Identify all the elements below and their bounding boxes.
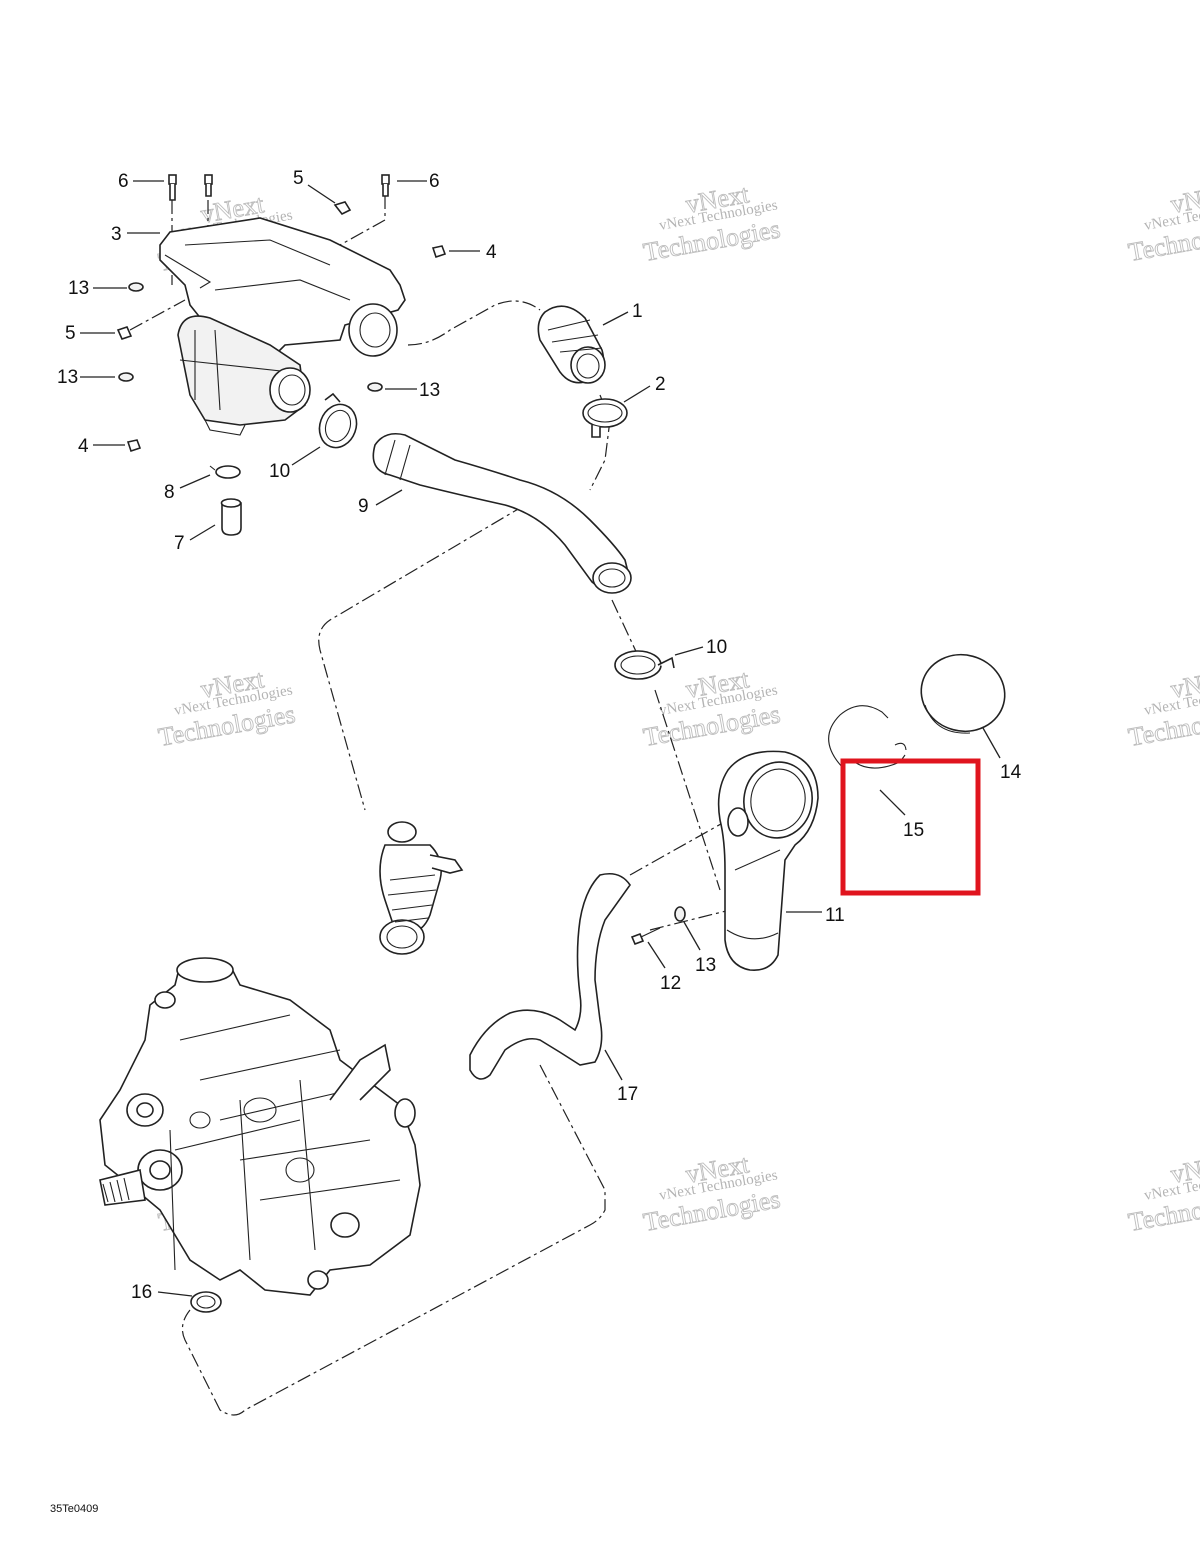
watermark-line2: vNext: [1168, 1149, 1200, 1189]
clamp-16: [190, 1291, 222, 1313]
callout-15: 15: [903, 820, 924, 841]
callout-13: 13: [419, 380, 440, 401]
intake-boot: [379, 821, 464, 955]
clamp-2: [582, 398, 628, 438]
watermark: vNext Technologies vNext Technologies: [1126, 664, 1200, 753]
watermark-line2: vNext: [1168, 179, 1200, 219]
callout-1: 1: [632, 301, 643, 322]
screw-6-left: [168, 174, 177, 201]
callout-13: 13: [57, 367, 78, 388]
watermark: vNext Technologies vNext Technologies: [156, 664, 298, 753]
callout-11: 11: [825, 905, 845, 926]
callout-6: 6: [429, 171, 440, 192]
callout-12: 12: [660, 973, 681, 994]
clamp-10-upper: [318, 392, 358, 449]
screw-12: [630, 927, 661, 946]
callout-10: 10: [269, 461, 290, 482]
air-silencer-assembly: [159, 217, 406, 436]
cap-14: [920, 653, 1006, 734]
callout-13: 13: [695, 955, 716, 976]
clip-5-top: [333, 201, 352, 216]
highlight-box: [840, 758, 981, 896]
screw-6-mid: [204, 174, 213, 197]
reference-code: 35Te0409: [50, 1503, 98, 1515]
callout-5: 5: [65, 323, 76, 344]
watermark: vNext Technologies vNext Technologies: [1126, 1149, 1200, 1238]
adaptor-1: [537, 305, 606, 384]
callout-4: 4: [486, 242, 497, 263]
callout-2: 2: [655, 374, 666, 395]
intake-duct-11: [717, 750, 819, 972]
callout-4: 4: [78, 436, 89, 457]
hose-17: [469, 872, 631, 1080]
callout-7: 7: [174, 533, 185, 554]
drain-cap-7: [220, 498, 242, 536]
screw-6-right: [381, 174, 390, 197]
washer-13-a: [128, 282, 144, 292]
callout-8: 8: [164, 482, 175, 503]
silencer-outlet: [269, 367, 311, 413]
callout-17: 17: [617, 1084, 638, 1105]
washer-13-b: [118, 372, 134, 382]
hose-9: [372, 432, 632, 594]
leader-lines: [80, 180, 1001, 1297]
watermark: vNext Technologies vNext Technologies: [641, 179, 783, 268]
callout-5: 5: [293, 168, 304, 189]
callout-9: 9: [358, 496, 369, 517]
washer-13-d: [674, 906, 686, 922]
clip-5-left: [116, 326, 133, 340]
nut-4-bottom: [126, 439, 142, 453]
watermark: vNext Technologies vNext Technologies: [1126, 179, 1200, 268]
watermark: vNext Technologies vNext Technologies: [641, 1149, 783, 1238]
callout-3: 3: [111, 224, 122, 245]
engine: [99, 957, 421, 1296]
clamp-10-lower: [614, 650, 675, 680]
washer-13-c: [367, 382, 383, 392]
callout-13: 13: [68, 278, 89, 299]
clamp-8: [209, 465, 241, 479]
callout-16: 16: [131, 1282, 152, 1303]
callouts: 6 6 5 3 4 13 5 13 13 4 8 7 10 9 1 2 10 1…: [57, 168, 1022, 1303]
watermark-line2: vNext: [1168, 664, 1200, 704]
callout-10: 10: [706, 637, 727, 658]
nut-4-top: [431, 245, 447, 259]
callout-14: 14: [1000, 762, 1022, 783]
callout-6: 6: [118, 171, 129, 192]
